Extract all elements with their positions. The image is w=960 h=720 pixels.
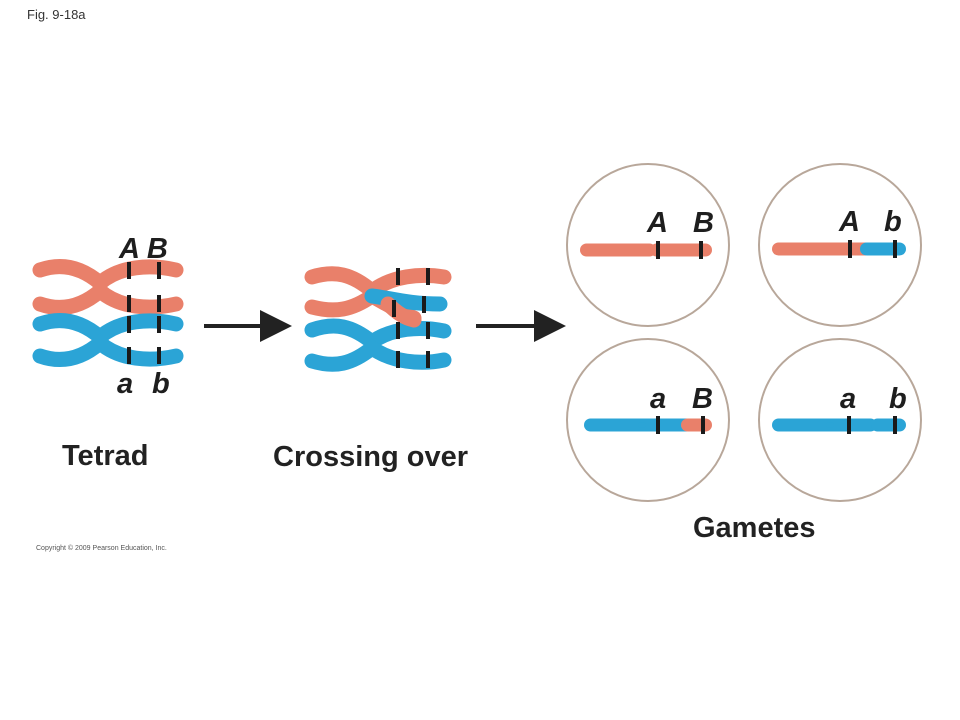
chromosome-segment (584, 418, 687, 432)
gene-band (699, 241, 703, 259)
tetrad-caption: Tetrad (62, 440, 149, 472)
gamete-chromosomes (580, 240, 906, 434)
gamete-1-allele-1: A (647, 207, 668, 239)
gene-band (656, 416, 660, 434)
gamete-2-allele-1: A (839, 206, 860, 238)
gene-band (392, 300, 396, 317)
copyright-notice: Copyright © 2009 Pearson Education, Inc. (36, 545, 167, 552)
gene-band (426, 268, 430, 285)
chromosome-segment (650, 243, 712, 257)
tetrad-allele-a: a (117, 368, 134, 400)
gene-band (893, 240, 897, 258)
gamete-4-allele-2: b (889, 383, 907, 415)
figure-label: Fig. 9-18a (27, 7, 86, 22)
gene-band (396, 322, 400, 339)
paternal-chromosome-pair (32, 312, 184, 368)
gamete-1-allele-2: B (693, 207, 714, 239)
gamete-chromosome (580, 241, 712, 259)
maternal-chromosome-pair (32, 258, 184, 316)
chromosome-segment (681, 418, 712, 432)
gametes-caption: Gametes (693, 512, 816, 544)
gene-band (701, 416, 705, 434)
gamete-4-allele-1: a (840, 383, 857, 415)
gamete-chromosome (772, 240, 906, 258)
gene-band (157, 262, 161, 279)
chromosome-segment (871, 418, 906, 432)
gene-band (426, 351, 430, 368)
gene-band (847, 416, 851, 434)
gene-band (848, 240, 852, 258)
gamete-chromosome (772, 416, 906, 434)
tetrad-allele-b: b (152, 368, 170, 400)
gamete-3-allele-2: B (692, 383, 713, 415)
gene-band (157, 295, 161, 312)
centromere (638, 422, 646, 428)
gene-band (426, 322, 430, 339)
gene-band (127, 295, 131, 312)
tetrad-top-alleles: A B (119, 233, 168, 265)
centromere (826, 422, 834, 428)
chromosome-segment (580, 243, 656, 257)
gene-band (157, 316, 161, 333)
gamete-2-allele-2: b (884, 206, 902, 238)
gene-band (396, 268, 400, 285)
crossing-over-chromosomes (304, 266, 452, 372)
gene-band (422, 296, 426, 313)
gamete-3-allele-1: a (650, 383, 667, 415)
gene-band (893, 416, 897, 434)
centromere (826, 246, 834, 252)
chromosome-segment (772, 418, 877, 432)
gene-band (127, 347, 131, 364)
gene-band (127, 262, 131, 279)
gamete-chromosome (584, 416, 712, 434)
tetrad-chromosomes (32, 258, 184, 368)
gene-band (127, 316, 131, 333)
gene-band (396, 351, 400, 368)
gene-band (157, 347, 161, 364)
gene-band (656, 241, 660, 259)
chromosome-segment (860, 242, 906, 256)
crossing-over-caption: Crossing over (273, 441, 468, 473)
centromere (634, 247, 642, 253)
chromosome-segment (772, 242, 866, 256)
